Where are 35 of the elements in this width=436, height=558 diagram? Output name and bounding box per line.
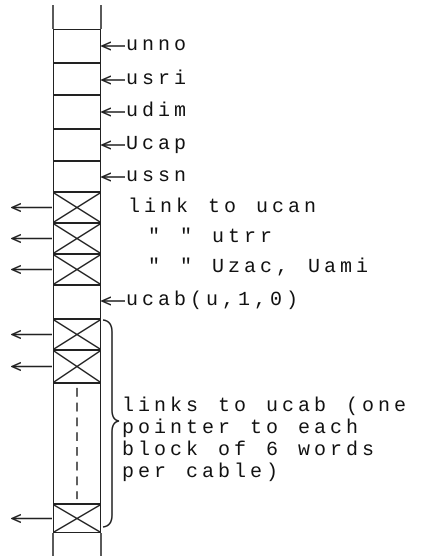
pointer-arrow [11, 234, 52, 244]
memory-cell [53, 95, 101, 129]
field-name: ucab(u,1,0) [126, 290, 302, 312]
memory-cell [53, 285, 101, 319]
cell-label: " " Uzac, Uami [148, 257, 372, 279]
memory-cell [53, 161, 101, 192]
crossed-cell [53, 192, 101, 223]
leader-arrow [101, 75, 125, 85]
field-name: ussn [126, 166, 190, 188]
crossed-cell [53, 254, 101, 285]
cell-label: " " utrr [148, 227, 276, 249]
field-name: Ucap [126, 134, 190, 156]
crossed-cell [53, 319, 101, 350]
pointer-arrow [11, 202, 52, 212]
pointer-arrow [11, 514, 52, 524]
memory-cell [53, 63, 101, 95]
cell-label: link to ucan [128, 197, 320, 219]
continuation-cell [53, 383, 101, 504]
pointer-arrow [11, 362, 52, 372]
field-name: udim [126, 101, 190, 123]
memory-cell [53, 129, 101, 161]
leader-arrow [101, 296, 125, 306]
crossed-cell [53, 350, 101, 383]
field-name: unno [126, 35, 190, 57]
pointer-arrow [11, 264, 52, 274]
leader-arrow [101, 172, 125, 182]
field-name: usri [126, 69, 190, 91]
memory-cell [53, 29, 101, 63]
pointer-arrow [11, 330, 52, 340]
crossed-cell [53, 223, 101, 254]
crossed-cell [53, 504, 101, 533]
leader-arrow [101, 140, 125, 150]
note-text: links to ucab (one pointer to each block of 6 words per cable) [122, 396, 412, 484]
leader-arrow [101, 41, 125, 51]
leader-arrow [101, 107, 125, 117]
